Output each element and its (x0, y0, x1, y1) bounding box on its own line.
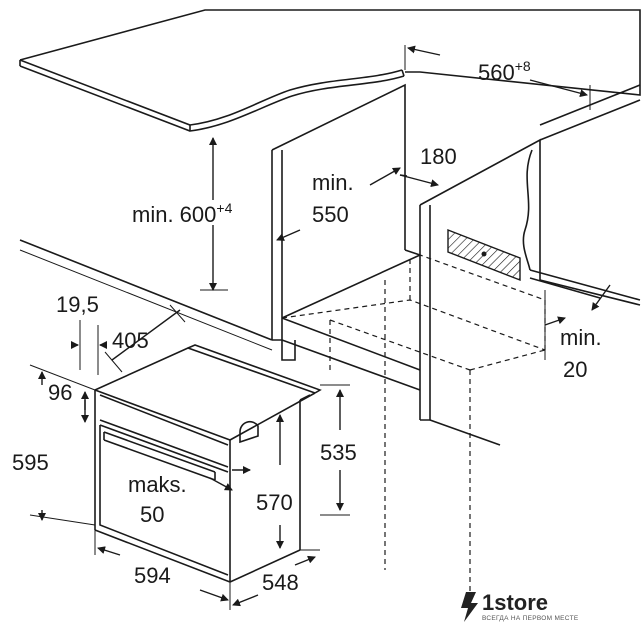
logo-name: 1store (482, 590, 548, 615)
label-rear-gap-line2: 20 (563, 357, 587, 382)
wall-lines (19, 239, 641, 391)
label-oven-body-height2: 570 (256, 490, 293, 515)
label-control-height: 96 (48, 380, 72, 405)
label-door-gap-line2: 50 (140, 502, 164, 527)
label-oven-height: 595 (12, 450, 49, 475)
dimension-lines (29, 45, 611, 610)
label-vent-opening: 180 (420, 144, 457, 169)
cabinet-niche (271, 83, 641, 446)
label-oven-depth: 548 (262, 570, 299, 595)
countertop (19, 9, 641, 132)
label-oven-width: 594 (134, 563, 171, 588)
hidden-lines (281, 254, 546, 600)
logo-tagline: ВСЕГДА НА ПЕРВОМ МЕСТЕ (482, 615, 579, 622)
label-countertop-depth: 560+8 (478, 58, 531, 85)
label-door-gap-line1: maks. (128, 472, 187, 497)
label-front-depth: 405 (112, 328, 149, 353)
vent-opening (447, 228, 521, 282)
oven (94, 344, 322, 583)
lightning-icon (461, 592, 478, 622)
label-niche-depth-line1: min. (312, 170, 354, 195)
label-panel-thickness: 19,5 (56, 292, 99, 317)
dimension-labels: 560+8 min. 600+4 min. 550 180 min. 20 19… (12, 58, 602, 595)
label-rear-gap-line1: min. (560, 325, 602, 350)
label-niche-depth-line2: 550 (312, 202, 349, 227)
label-oven-body-height: 535 (320, 440, 357, 465)
label-niche-height: min. 600+4 (132, 200, 233, 227)
store-logo: 1store ВСЕГДА НА ПЕРВОМ МЕСТЕ (461, 590, 579, 622)
